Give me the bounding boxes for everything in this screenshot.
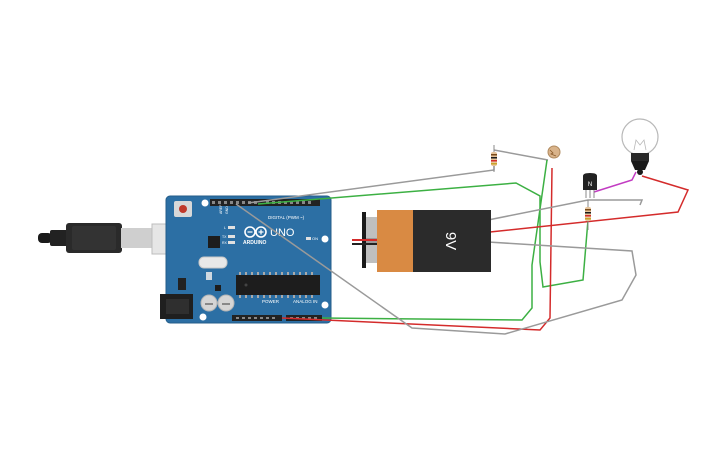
battery-voltage-label: 9V [442,232,459,250]
photoresistor-body [547,145,561,159]
atmega-chip [236,275,320,295]
bulb-glass [621,118,659,156]
arduino-logo-icon [244,226,267,238]
transistor-body [583,173,597,190]
wire-gray-transistor[interactable] [487,199,644,221]
bulb-base [631,153,649,161]
on-led [306,237,311,240]
wires[interactable] [235,149,690,335]
photoresistor[interactable] [547,145,561,159]
mounting-hole-icon [199,313,207,321]
small-chip [208,236,220,248]
resistor-base[interactable] [585,200,591,230]
bulb-socket [631,161,649,170]
regulator-chip [215,285,221,291]
arduino-uno-board[interactable]: AREF GND DIGITAL (PWM ~) L TX RX UNO ARD… [160,195,332,324]
rx-label: RX [222,241,228,245]
light-bulb[interactable] [621,118,659,175]
wire-magenta-transistor-bulb[interactable] [593,171,637,193]
usb-plug-grip [72,226,116,250]
wire-gray-analog[interactable] [235,203,637,335]
digital-header[interactable] [210,199,320,206]
atmega-pins [239,272,313,298]
resistor-ldr[interactable] [491,145,497,172]
transistor-label: N [588,182,592,188]
wire-gray-resistor-ldr[interactable] [493,149,549,161]
mounting-hole-icon [201,199,209,207]
transistor-npn[interactable]: N [583,173,597,198]
tx-led [228,235,235,238]
aref-label: AREF [219,205,223,214]
battery-9v[interactable]: 9V [352,210,491,272]
l-led [228,226,235,229]
model-label: UNO [270,227,295,239]
crystal-oscillator [198,256,228,269]
gnd-label: GND [225,206,229,214]
l-label: L [224,226,226,230]
usb-cable-tail [38,233,52,243]
brand-label: ARDUINO [243,240,266,246]
usb-plug-metal [121,228,153,248]
tx-label: TX [222,235,227,239]
voltage-regulator [178,278,186,290]
battery-orange-section [377,210,413,272]
power-jack-inner [166,299,189,314]
battery-black-section [413,210,491,272]
power-label: POWER [262,299,280,304]
reset-button-cap[interactable] [179,205,187,213]
wire-red-5v[interactable] [281,167,553,331]
mounting-hole-icon [321,301,329,309]
photoresistor-trace-icon [549,149,557,157]
wire-green-gnd[interactable] [321,159,548,321]
wire-green-digital[interactable] [257,182,589,288]
capacitor [206,272,212,280]
digital-label: DIGITAL (PWM ~) [268,215,305,220]
chip-notch-icon [244,283,248,287]
usb-cable-strain [50,230,68,246]
bulb-filament-icon [633,139,647,151]
rx-led [228,241,235,244]
mounting-hole-icon [321,235,329,243]
bulb-contact [637,169,643,175]
wire-red-battery-bulb[interactable] [489,175,690,233]
analog-label: ANALOG IN [293,299,318,304]
on-label: ON [312,236,318,241]
